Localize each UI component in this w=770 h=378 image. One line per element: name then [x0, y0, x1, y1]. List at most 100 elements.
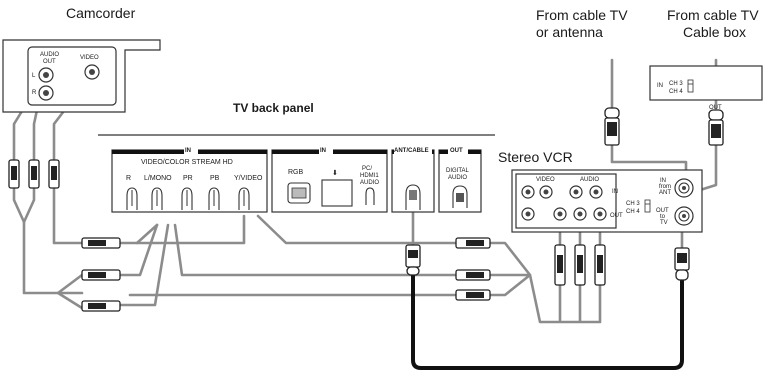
vcr-audio-r-in-pin [593, 189, 599, 195]
tv-ant-jack-thread [409, 190, 417, 200]
cable-box: IN CH 3 CH 4 OUT [649, 65, 763, 111]
stereo-vcr: Stereo VCR VIDEO AUDIO IN OUT CH 3 CH 4 … [498, 149, 703, 233]
cam-video-label: VIDEO [80, 55, 99, 61]
stereo-vcr-label: Stereo VCR [498, 149, 573, 165]
antenna-plug-nut [604, 107, 620, 119]
vcr-out-to-tv-1: OUT [656, 208, 669, 214]
vcr-video-out-pin [557, 211, 563, 217]
vcr-audio-label: AUDIO [580, 177, 599, 183]
vcr-ch3-label: CH 3 [626, 201, 640, 207]
vcr-out-coax-plug [674, 247, 690, 281]
tv-digital-audio-jack-inner [456, 193, 464, 202]
cam-l-label: L [32, 73, 36, 79]
tv-out-tag-bg [448, 145, 468, 154]
cam-audio-merge-cable [12, 186, 36, 224]
tv-pc-audio-jack [365, 187, 375, 205]
right-horizontal-plugs [455, 237, 491, 301]
vcr-out-plug-band [677, 253, 687, 263]
vcr-ch4-label: CH 4 [626, 209, 640, 215]
vcr-audio-l-out-pin [577, 211, 583, 217]
cable-box-out-label: OUT [709, 105, 722, 111]
rh-plug-3-band [466, 292, 484, 298]
cam-video-down-cable [52, 186, 84, 245]
vcr-rca-plugs [554, 244, 606, 286]
tv-hdmi-arrow-icon: ⬇ [332, 169, 338, 177]
vcr-video-label: VIDEO [536, 177, 555, 183]
from-cable-antenna-label-2: or antenna [536, 24, 603, 40]
tv-ant-cable-label: ANT/CABLE [394, 148, 429, 154]
tv-in-label-1: IN [185, 148, 191, 154]
h-plug-2-band [88, 272, 106, 278]
tv-pc-hdmi-audio-label-2: HDMI1 [360, 173, 379, 179]
cam-audio-r-jack-pin [43, 90, 49, 96]
cam-audio-out-label-1: AUDIO [40, 52, 59, 58]
cablebox-plug-nut [708, 109, 724, 121]
vcr-out-to-tv-2: to [660, 214, 666, 220]
tv-in-tag-bg-2 [319, 145, 333, 154]
cam-audio-down-cable [22, 220, 84, 295]
vcr-in-from-ant-2: from [659, 184, 671, 190]
tv-back-panel-label: TV back panel [233, 101, 314, 115]
vcr-plug-audio-r-band [597, 255, 603, 273]
vcr-svideo-in-pin [525, 189, 531, 195]
cam-r-label: R [32, 90, 37, 96]
tv-digital-audio-label-1: DIGITAL [446, 168, 470, 174]
cam-audio-out-label-2: OUT [43, 59, 56, 65]
cablebox-plug-band [711, 124, 721, 138]
vcr-fan-cable [488, 241, 532, 297]
vcr-in-label: IN [612, 189, 618, 195]
vcr-ant-out-jack-pin [682, 214, 686, 218]
tv-pc-hdmi-audio-label-3: AUDIO [360, 180, 379, 186]
line-tv-to-vcr-audio-l [173, 223, 458, 277]
tv-video-color-label: VIDEO/COLOR STREAM HD [141, 159, 233, 166]
cam-video-jack-pin [89, 69, 95, 75]
camcorder-label: Camcorder [66, 5, 136, 21]
tv-coax-plug [405, 244, 421, 276]
left-fan-cable [56, 273, 84, 310]
cablebox-coax-plug [708, 109, 724, 146]
cable-box-in-label: IN [657, 83, 663, 89]
line-tv-to-vcr-video [256, 214, 458, 245]
tv-jack-r-label: R [126, 175, 131, 182]
vcr-bracket-cable [528, 273, 602, 324]
cablebox-to-vcr-cable [698, 143, 718, 192]
rh-plug-2-band [466, 272, 484, 278]
tv-hdmi-port [321, 179, 353, 207]
tv-pc-hdmi-audio-label-1: PC/ [362, 166, 372, 172]
tv-back-panel: TV back panel IN IN ANT/CABLE OUT VIDEO/… [98, 101, 495, 213]
antenna-plug-band [607, 122, 617, 136]
tv-jack-pr-label: PR [183, 175, 193, 182]
tv-in-tag-bg-1 [184, 145, 198, 154]
tv-rgb-label: RGB [288, 169, 304, 176]
coax-loop-cable [411, 273, 684, 370]
from-cable-box-label-1: From cable TV [667, 7, 759, 23]
left-horizontal-plugs [81, 237, 121, 312]
tv-jack-yvideo-label: Y/VIDEO [234, 175, 263, 182]
rh-plug-1-band [466, 240, 484, 246]
vcr-svideo-out-pin [525, 211, 531, 217]
h-plug-1-band [88, 240, 106, 246]
vcr-audio-r-out-pin [597, 211, 603, 217]
tv-out-label: OUT [450, 148, 463, 154]
vcr-plug-audio-l-band [577, 255, 583, 273]
cable-box-ch4-label: CH 4 [669, 89, 683, 95]
vcr-out-plug-nut [675, 269, 689, 281]
vcr-video-in-pin [543, 189, 549, 195]
vcr-in-from-ant-3: ANT [659, 190, 671, 196]
tv-coax-plug-nut [406, 266, 420, 276]
tv-jack-lmono-label: L/MONO [144, 175, 172, 182]
vcr-out-label: OUT [610, 213, 623, 219]
vcr-audio-l-in-pin [573, 189, 579, 195]
tv-rgb-port-pins [291, 187, 307, 199]
camcorder: Camcorder AUDIO OUT VIDEO L R [2, 5, 161, 113]
vcr-out-to-tv-3: TV [660, 220, 668, 226]
line-to-tv-yvideo [135, 214, 246, 245]
tv-ant-tag-bg [394, 145, 432, 154]
tv-in-label-2: IN [320, 148, 326, 154]
from-cable-antenna-label-1: From cable TV [536, 7, 628, 23]
rca-plug-2-band [31, 166, 37, 180]
vcr-in-from-ant-1: IN [660, 178, 666, 184]
from-cable-box-label-2: Cable box [683, 24, 746, 40]
rca-plug-1-band [11, 166, 17, 180]
